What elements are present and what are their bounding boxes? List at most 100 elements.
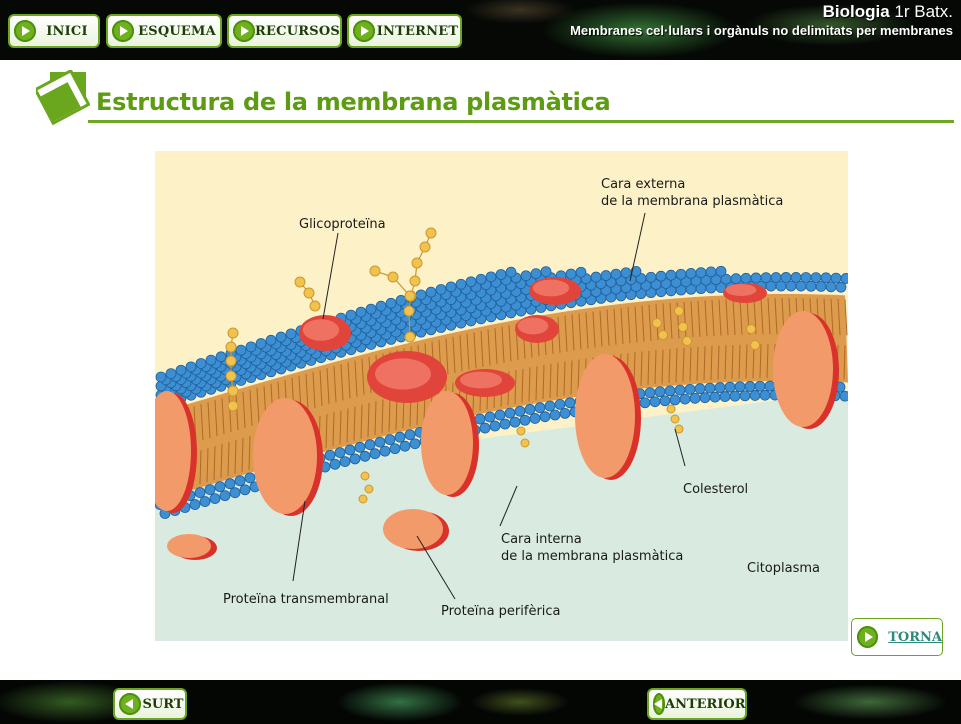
phospholipid-head xyxy=(841,273,848,283)
sugar-unit xyxy=(304,288,314,298)
phospholipid-head xyxy=(475,414,485,424)
phospholipid-head xyxy=(386,298,396,308)
phospholipid-head xyxy=(246,342,256,352)
phospholipid-head xyxy=(521,271,531,281)
phospholipid-head xyxy=(745,381,755,391)
transmembrane-protein xyxy=(773,311,833,427)
sugar-unit xyxy=(226,371,236,381)
phospholipid-head xyxy=(576,267,586,277)
phospholipid-head xyxy=(225,479,235,489)
cholesterol-molecule xyxy=(361,472,369,480)
phospholipid-head xyxy=(490,421,500,431)
sugar-unit xyxy=(405,291,415,301)
phospholipid-head xyxy=(696,268,706,278)
sugar-unit xyxy=(228,386,238,396)
phospholipid-head xyxy=(330,459,340,469)
phospholipid-head xyxy=(476,274,486,284)
phospholipid-head xyxy=(156,372,166,382)
nav-button-label: RECURSOS xyxy=(255,24,340,39)
phospholipid-head xyxy=(365,440,375,450)
phospholipid-head xyxy=(186,362,196,372)
phospholipid-head xyxy=(650,397,660,407)
surface-protein-highlight xyxy=(518,318,549,335)
nav-button-internet[interactable]: INTERNET xyxy=(347,14,462,48)
phospholipid-head xyxy=(741,273,751,283)
phospholipid-head xyxy=(760,390,770,400)
phospholipid-head xyxy=(505,408,515,418)
cholesterol-molecule xyxy=(659,331,668,340)
phospholipid-head xyxy=(560,408,570,418)
transmembrane-protein xyxy=(253,398,317,514)
nav-button-esquema[interactable]: ESQUEMA xyxy=(106,14,222,48)
phospholipid-head xyxy=(210,494,220,504)
phospholipid-head xyxy=(256,339,266,349)
phospholipid-head xyxy=(230,488,240,498)
surt-label: SURT xyxy=(141,697,185,712)
phospholipid-head xyxy=(765,381,775,391)
surface-protein-highlight xyxy=(460,372,502,389)
phospholipid-head xyxy=(176,365,186,375)
phospholipid-head xyxy=(495,410,505,420)
course-subject: Biologia xyxy=(823,2,890,21)
sugar-unit xyxy=(410,276,420,286)
sugar-unit xyxy=(404,306,414,316)
phospholipid-head xyxy=(565,398,575,408)
phospholipid-head xyxy=(821,273,831,283)
anterior-button[interactable]: ANTERIOR xyxy=(647,688,747,720)
phospholipid-head xyxy=(716,266,726,276)
sugar-unit xyxy=(388,272,398,282)
peripheral-protein xyxy=(383,509,443,549)
label-line: de la membrana plasmàtica xyxy=(501,548,683,565)
phospholipid-head xyxy=(266,335,276,345)
phospholipid-head xyxy=(685,384,695,394)
transmembrane-protein xyxy=(421,391,473,495)
phospholipid-head xyxy=(515,406,525,416)
surt-button[interactable]: SURT xyxy=(113,688,187,720)
phospholipid-head xyxy=(545,401,555,411)
phospholipid-head xyxy=(670,395,680,405)
cholesterol-molecule xyxy=(667,405,675,413)
cholesterol-molecule xyxy=(521,439,529,447)
phospholipid-head xyxy=(376,301,386,311)
peripheral-protein xyxy=(167,534,211,558)
phospholipid-head xyxy=(655,387,665,397)
nav-button-label: INTERNET xyxy=(375,24,460,39)
label-citoplasma: Citoplasma xyxy=(747,560,820,577)
sugar-unit xyxy=(310,301,320,311)
nav-button-label: INICI xyxy=(36,24,98,39)
phospholipid-head xyxy=(566,269,576,279)
phospholipid-head xyxy=(535,403,545,413)
page-header: Estructura de la membrana plasmàtica xyxy=(36,70,956,130)
nav-button-recursos[interactable]: RECURSOS xyxy=(227,14,342,48)
phospholipid-head xyxy=(730,391,740,401)
phospholipid-head xyxy=(530,413,540,423)
phospholipid-head xyxy=(436,284,446,294)
phospholipid-head xyxy=(700,393,710,403)
phospholipid-head xyxy=(550,410,560,420)
phospholipid-head xyxy=(831,273,841,283)
sugar-unit xyxy=(405,332,415,342)
phospholipid-head xyxy=(675,385,685,395)
phospholipid-head xyxy=(396,295,406,305)
cholesterol-molecule xyxy=(679,323,688,332)
phospholipid-head xyxy=(750,390,760,400)
phospholipid-head xyxy=(826,282,836,292)
label-cara-externa: Cara externa de la membrana plasmàtica xyxy=(601,176,783,210)
phospholipid-head xyxy=(540,412,550,422)
phospholipid-head xyxy=(215,482,225,492)
phospholipid-head xyxy=(446,282,456,292)
nav-button-inici[interactable]: INICI xyxy=(8,14,100,48)
phospholipid-head xyxy=(426,287,436,297)
torna-button[interactable]: TORNA xyxy=(851,618,943,656)
phospholipid-head xyxy=(611,269,621,279)
phospholipid-head xyxy=(676,269,686,279)
phospholipid-head xyxy=(646,272,656,282)
sugar-unit xyxy=(295,277,305,287)
cholesterol-molecule xyxy=(751,341,760,350)
play-arrow-icon xyxy=(233,20,255,42)
phospholipid-head xyxy=(385,435,395,445)
page-title: Estructura de la membrana plasmàtica xyxy=(96,88,610,116)
surface-protein-highlight xyxy=(533,280,569,297)
phospholipid-head xyxy=(621,268,631,278)
phospholipid-head xyxy=(456,279,466,289)
